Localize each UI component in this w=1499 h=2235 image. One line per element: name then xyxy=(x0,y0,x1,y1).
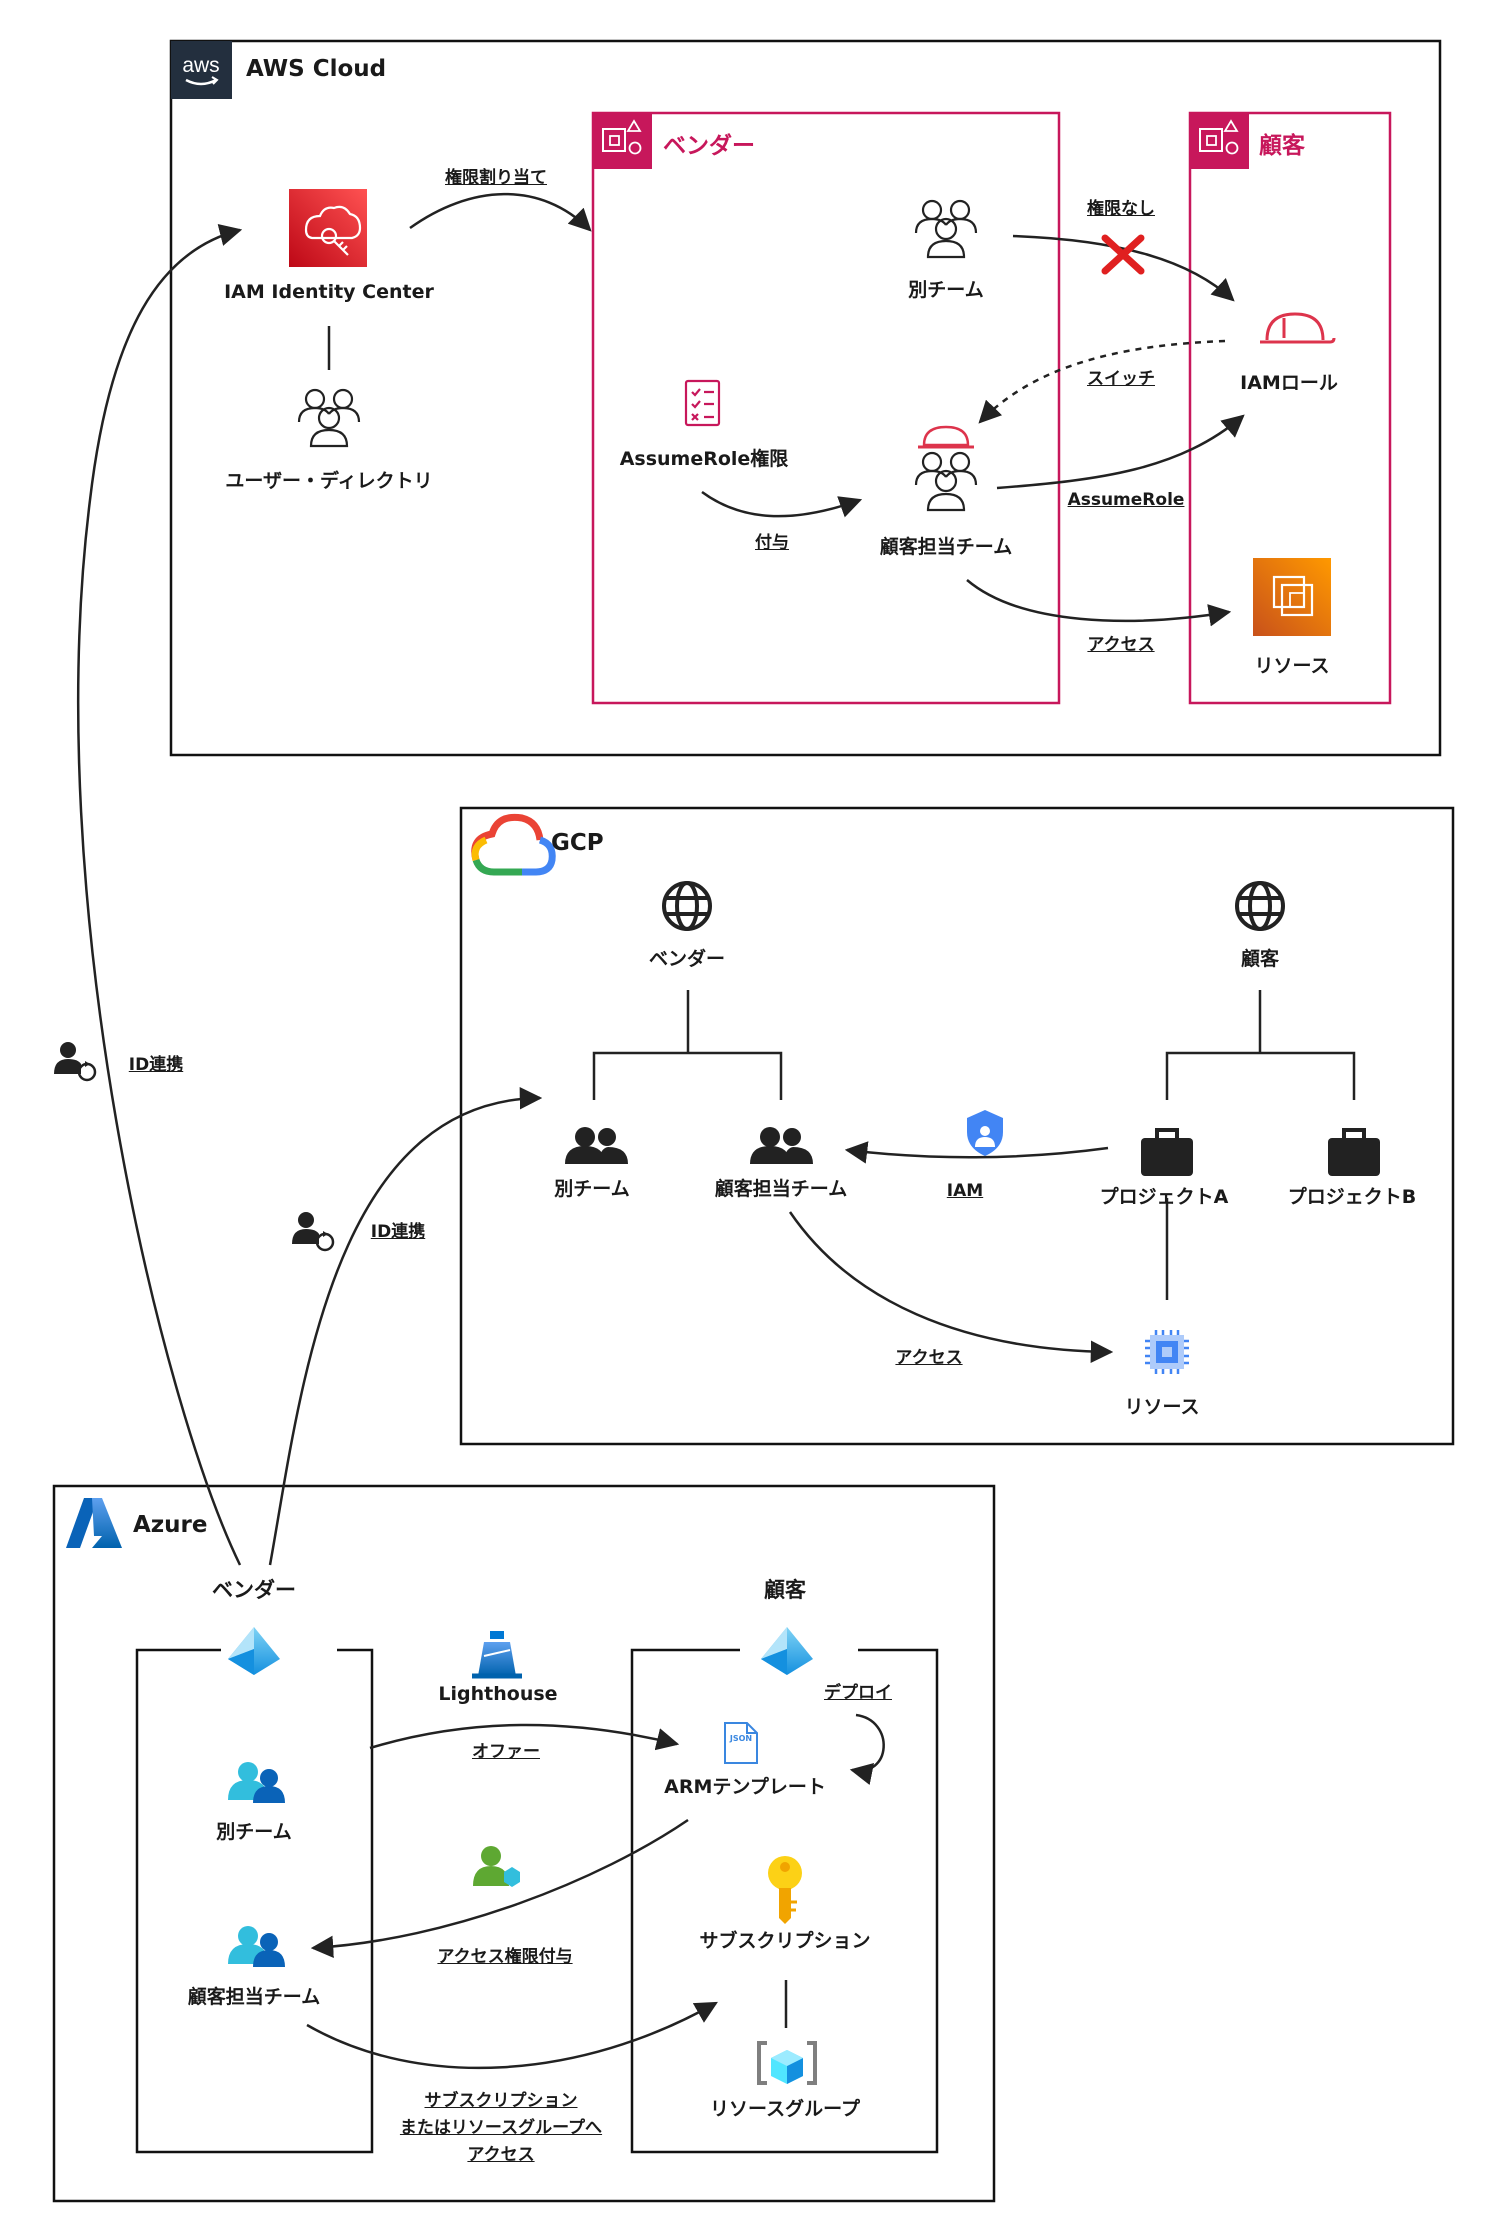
azure-title: Azure xyxy=(133,1512,208,1538)
gcp-title: GCP xyxy=(551,830,604,856)
federation-gcp-user-sync-icon xyxy=(292,1212,335,1252)
gcp-customer-team-icon xyxy=(750,1127,813,1164)
aws-customer-team-label: 顧客担当チーム xyxy=(879,536,1013,558)
azure-customer-team-label: 顧客担当チーム xyxy=(187,1986,321,2008)
edge-assign-permission: 権限割り当て xyxy=(445,168,547,188)
aws-cloud-frame xyxy=(169,39,1442,757)
iam-role-label: IAMロール xyxy=(1240,372,1338,394)
iam-identity-center-icon xyxy=(289,189,367,267)
azure-other-team-label: 別チーム xyxy=(216,1821,292,1843)
gcp-other-team-label: 別チーム xyxy=(554,1178,630,1200)
aws-customer-team-icon xyxy=(914,425,978,512)
iam-role-icon xyxy=(1260,312,1336,344)
federation-aws-label: ID連携 xyxy=(128,1055,184,1075)
edge-offer: オファー xyxy=(472,1742,540,1762)
iam-identity-center-label: IAM Identity Center xyxy=(224,281,434,303)
aws-vendor-account-icon xyxy=(593,113,652,169)
gcp-customer-org-label: 顧客 xyxy=(1240,948,1280,970)
user-directory-icon xyxy=(297,388,361,448)
azure-other-team-icon xyxy=(228,1762,285,1803)
resource-group-label: リソースグループ xyxy=(710,2098,860,2120)
federation-gcp-label: ID連携 xyxy=(370,1222,426,1242)
gcp-resource-label: リソース xyxy=(1124,1396,1200,1418)
edge-access-line2: またはリソースグループへ xyxy=(399,2118,603,2138)
edge-access-line1: サブスクリプション xyxy=(424,2091,578,2111)
lighthouse-icon xyxy=(472,1631,522,1679)
aws-customer-account-frame xyxy=(1188,111,1392,705)
aws-vendor-account-frame xyxy=(591,111,1061,705)
federation-aws-user-sync-icon xyxy=(54,1042,97,1082)
aws-cloud-title: AWS Cloud xyxy=(246,56,387,82)
azure-logo-icon xyxy=(66,1498,122,1548)
assumerole-checklist-icon xyxy=(684,379,721,427)
gcp-customer-team-label: 顧客担当チーム xyxy=(714,1178,848,1200)
gcp-logo-icon xyxy=(471,813,556,876)
edge-access-line3: アクセス xyxy=(467,2145,535,2165)
edge-switch: スイッチ xyxy=(1087,369,1155,389)
lighthouse-label: Lighthouse xyxy=(438,1683,558,1705)
gcp-project-b-briefcase-icon xyxy=(1328,1128,1380,1176)
gcp-project-a-briefcase-icon xyxy=(1141,1128,1193,1176)
azure-vendor-title: ベンダー xyxy=(212,1578,296,1602)
arm-template-label: ARMテンプレート xyxy=(664,1776,826,1798)
aws-resource-label: リソース xyxy=(1254,655,1330,677)
gcp-resource-chip-icon xyxy=(1145,1330,1189,1374)
gcp-other-team-icon xyxy=(565,1127,628,1164)
gcp-customer-org-globe-icon xyxy=(1235,881,1285,931)
gcp-frame xyxy=(459,806,1455,1446)
edge-grant-access: アクセス権限付与 xyxy=(437,1947,573,1967)
edge-gcp-access: アクセス xyxy=(895,1348,963,1368)
azure-access-grant-user-icon xyxy=(473,1846,520,1887)
azure-vendor-entra-icon xyxy=(228,1627,280,1675)
aws-other-team-icon xyxy=(914,199,978,259)
arm-template-json-icon xyxy=(724,1722,758,1764)
subscription-key-icon xyxy=(768,1856,802,1924)
aws-resource-icon xyxy=(1253,558,1331,636)
aws-customer-account-icon xyxy=(1190,113,1249,169)
gcp-vendor-org-globe-icon xyxy=(662,881,712,931)
aws-other-team-label: 別チーム xyxy=(908,279,984,301)
azure-customer-title: 顧客 xyxy=(764,1578,806,1602)
azure-customer-team-icon xyxy=(228,1926,285,1967)
gcp-project-a-label: プロジェクトA xyxy=(1099,1186,1229,1208)
azure-customer-entra-icon xyxy=(761,1627,813,1675)
no-permission-cross-icon xyxy=(1101,234,1145,275)
json-tag: JSON xyxy=(729,1734,753,1743)
aws-logo-icon: aws xyxy=(171,41,232,99)
subscription-label: サブスクリプション xyxy=(699,1930,871,1952)
gcp-iam-label: IAM xyxy=(946,1181,984,1201)
aws-vendor-title: ベンダー xyxy=(663,133,755,159)
resource-group-icon xyxy=(757,2041,817,2085)
user-directory-label: ユーザー・ディレクトリ xyxy=(225,470,433,492)
azure-frame xyxy=(52,1484,996,2203)
edge-aws-access: アクセス xyxy=(1087,635,1155,655)
edge-no-permission: 権限なし xyxy=(1087,199,1155,219)
gcp-iam-shield-icon xyxy=(967,1110,1003,1156)
edge-grant: 付与 xyxy=(755,533,789,553)
edge-deploy: デプロイ xyxy=(824,1683,892,1703)
gcp-project-b-label: プロジェクトB xyxy=(1287,1186,1417,1208)
edge-assumerole: AssumeRole xyxy=(1067,490,1185,510)
gcp-vendor-org-label: ベンダー xyxy=(648,948,726,970)
assumerole-permission-label: AssumeRole権限 xyxy=(619,448,789,470)
aws-customer-title: 顧客 xyxy=(1259,133,1305,159)
svg-text:aws: aws xyxy=(182,54,219,77)
